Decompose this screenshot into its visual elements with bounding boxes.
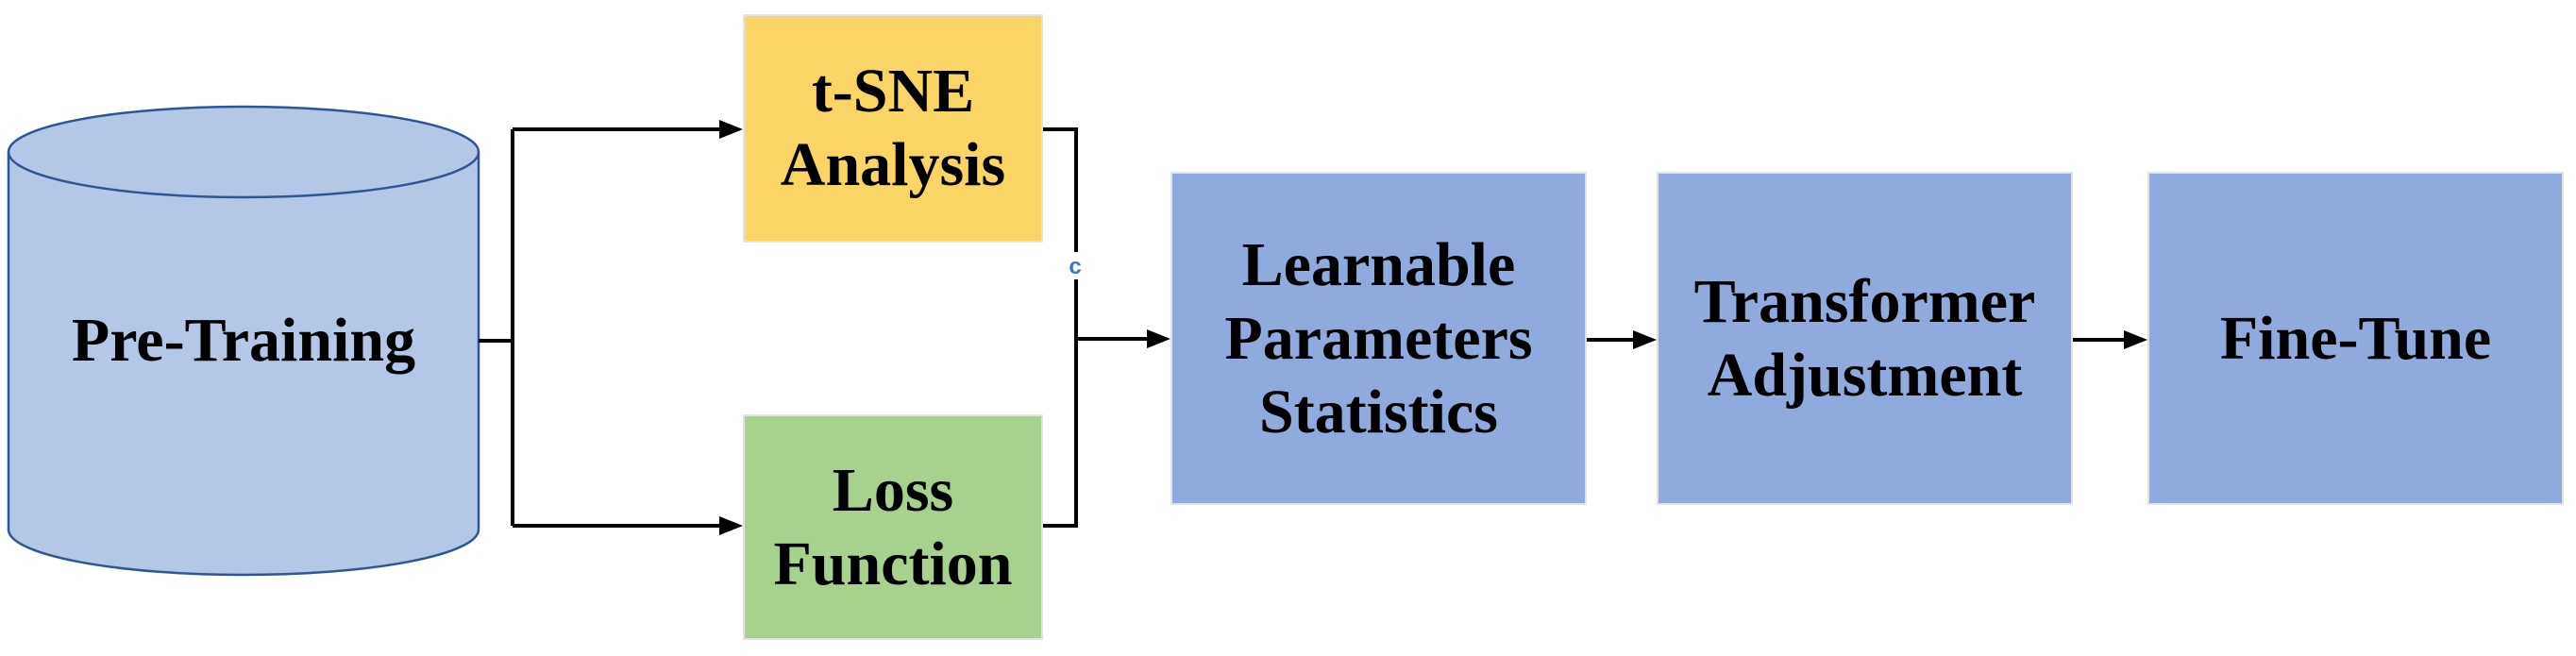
node-fine-tune: Fine-Tune [2147,172,2564,505]
node-loss-function: Loss Function [743,414,1043,640]
node-learnable-parameters-statistics: Learnable Parameters Statistics [1170,172,1587,505]
node-transformer-adjustment: Transformer Adjustment [1657,172,2073,505]
arrowhead-to-transformer [1633,330,1657,349]
connector-loss-out [1043,279,1078,528]
arrowhead-to-finetune [2124,330,2147,349]
connector-annotation-c: c [1069,254,1082,279]
cylinder-body [7,152,480,577]
node-tsne-analysis: t-SNE Analysis [743,14,1043,243]
connector-tsne-out [1043,127,1078,252]
arrowhead-to-tsne [719,120,743,139]
arrowhead-to-learnable [1147,329,1170,348]
node-pre-training-label: Pre-Training [71,306,416,375]
cylinder-top-ellipse [7,105,480,199]
arrowhead-to-loss [719,516,743,535]
pretraining-cylinder-shape [7,105,480,577]
